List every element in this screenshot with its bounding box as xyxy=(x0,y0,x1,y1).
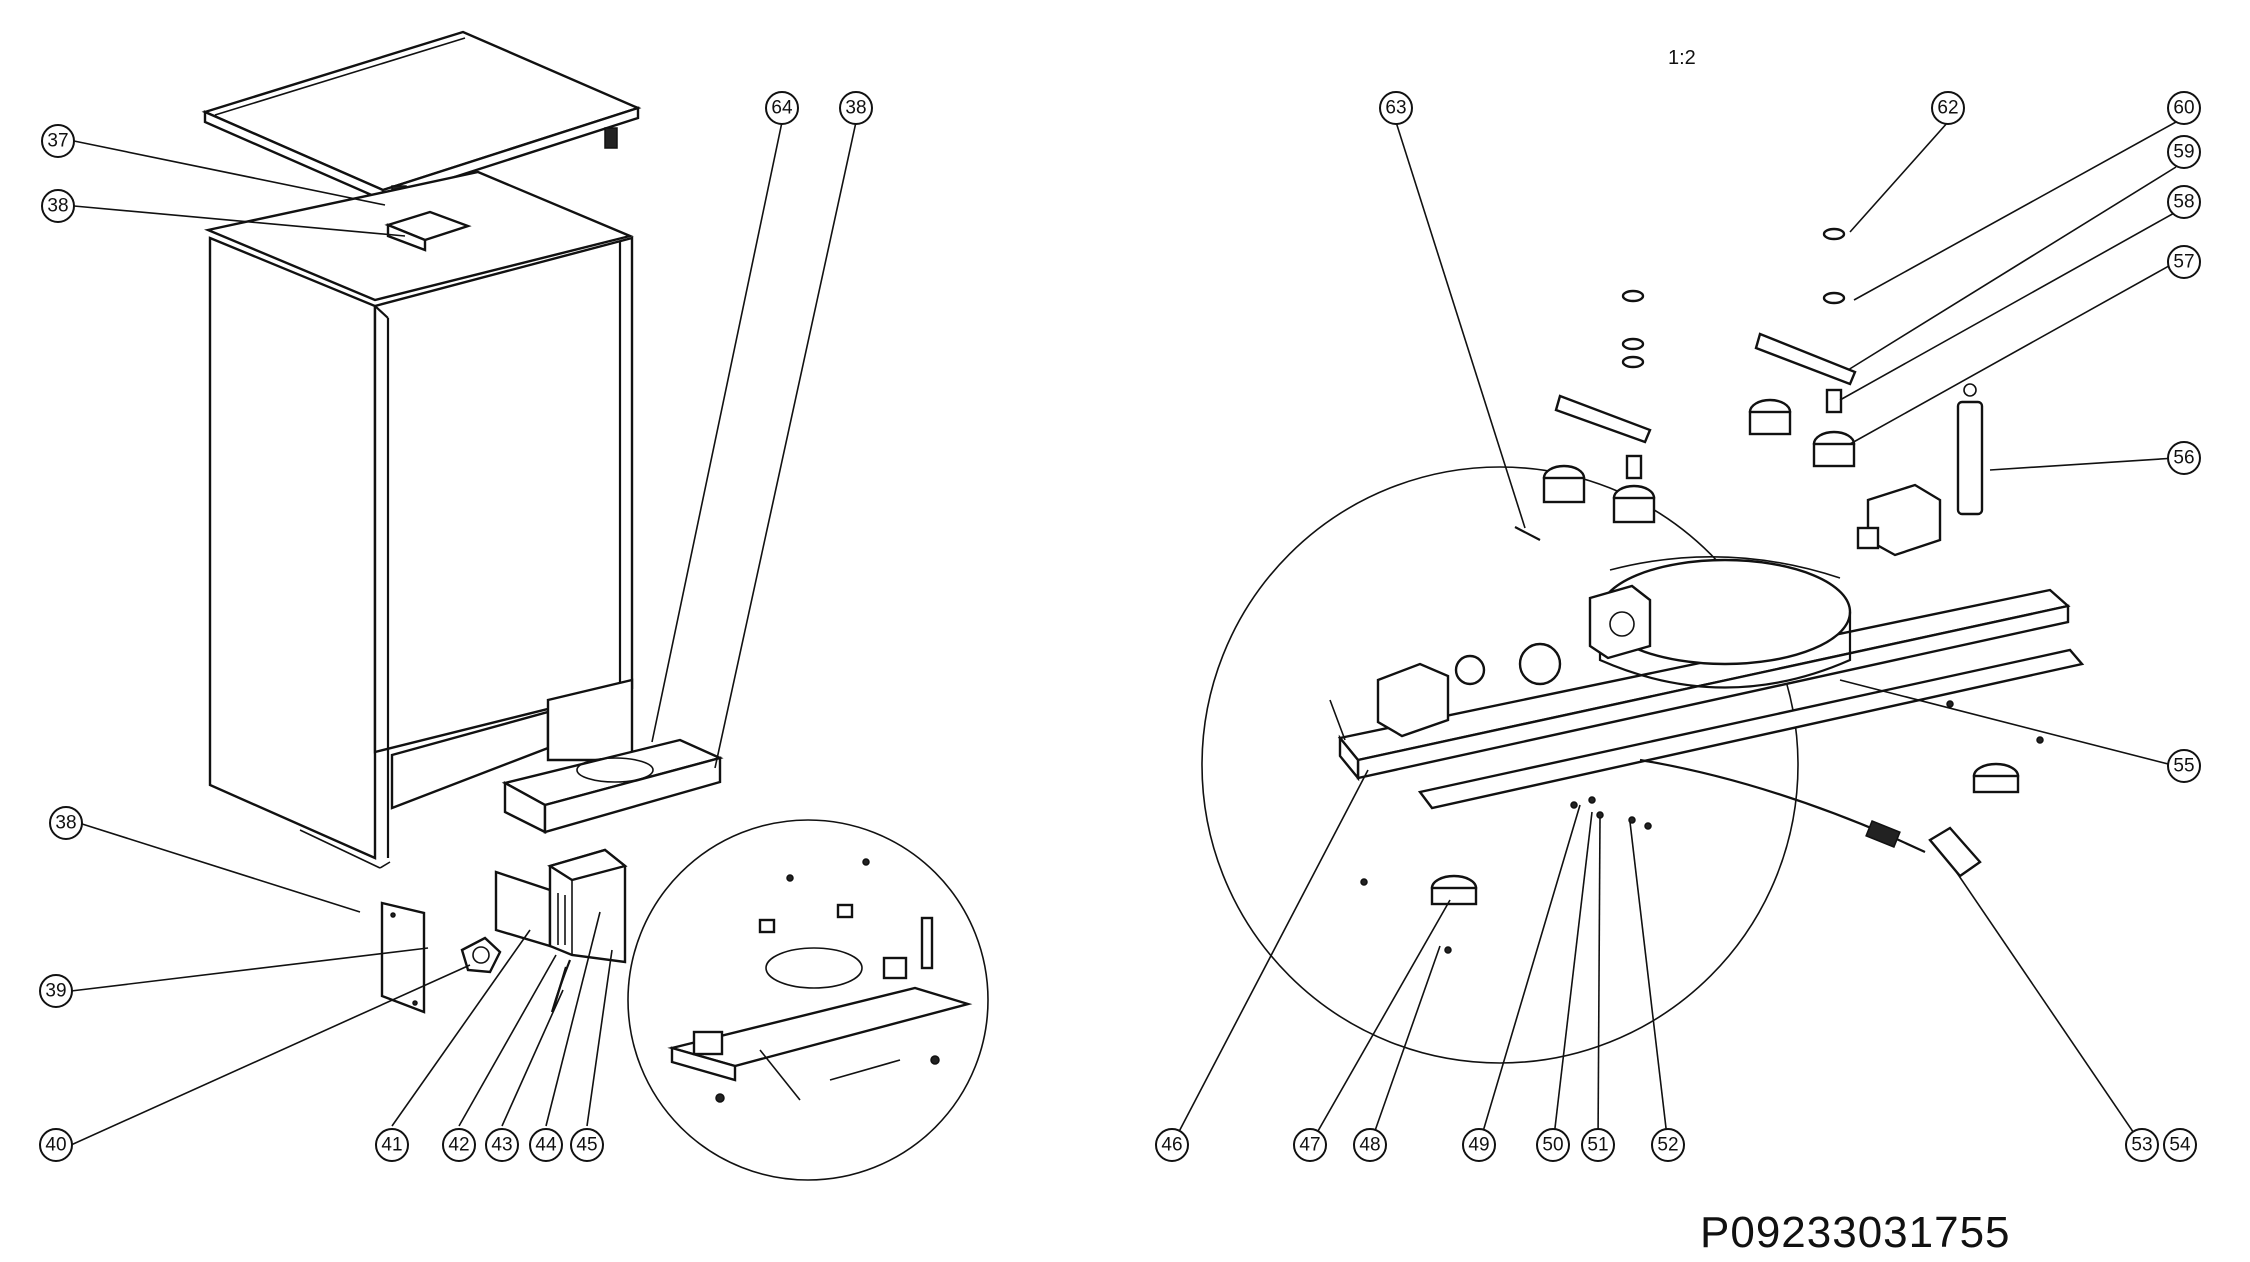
callouts: 37 38 64 38 38 39 40 41 42 43 44 45 63 6… xyxy=(39,91,2201,1162)
compressor-detail-circle xyxy=(1201,466,1799,1064)
svg-text:55: 55 xyxy=(2173,756,2194,777)
svg-text:37: 37 xyxy=(47,131,68,152)
scale-label: 1:2 xyxy=(1668,47,1696,69)
back-plate xyxy=(380,901,426,1014)
top-pad xyxy=(384,210,472,252)
inset-detail-circle xyxy=(627,819,989,1181)
callout-54: 54 xyxy=(2163,1128,2197,1162)
svg-text:47: 47 xyxy=(1299,1135,1320,1156)
callout-40: 40 xyxy=(39,1128,73,1162)
svg-text:45: 45 xyxy=(576,1135,597,1156)
svg-text:48: 48 xyxy=(1359,1135,1380,1156)
svg-text:39: 39 xyxy=(45,981,66,1002)
callout-49: 49 xyxy=(1462,1128,1496,1162)
callout-55: 55 xyxy=(2167,749,2201,783)
capacitor xyxy=(1856,483,1942,557)
svg-text:41: 41 xyxy=(381,1135,402,1156)
callout-56: 56 xyxy=(2167,441,2201,475)
callout-60: 60 xyxy=(2167,91,2201,125)
callout-45: 45 xyxy=(570,1128,604,1162)
svg-text:64: 64 xyxy=(771,98,793,119)
svg-text:54: 54 xyxy=(2169,1135,2191,1156)
callout-47: 47 xyxy=(1293,1128,1327,1162)
callout-62: 62 xyxy=(1931,91,1965,125)
compressor-assembly xyxy=(1329,227,2085,954)
svg-text:46: 46 xyxy=(1161,1135,1182,1156)
svg-text:49: 49 xyxy=(1468,1135,1489,1156)
callout-44: 44 xyxy=(529,1128,563,1162)
callout-64: 64 xyxy=(765,91,799,125)
power-cord xyxy=(1639,758,1982,878)
callout-53: 53 xyxy=(2125,1128,2159,1162)
callout-52: 52 xyxy=(1651,1128,1685,1162)
relay-box xyxy=(1588,584,1652,660)
svg-text:43: 43 xyxy=(491,1135,512,1156)
svg-text:38: 38 xyxy=(47,196,68,217)
callout-42: 42 xyxy=(442,1128,476,1162)
svg-text:38: 38 xyxy=(845,98,866,119)
grommets xyxy=(1430,398,2020,906)
svg-text:60: 60 xyxy=(2173,98,2194,119)
callout-51: 51 xyxy=(1581,1128,1615,1162)
svg-text:59: 59 xyxy=(2173,142,2194,163)
svg-text:53: 53 xyxy=(2131,1135,2152,1156)
callout-57: 57 xyxy=(2167,245,2201,279)
callout-37: 37 xyxy=(41,124,75,158)
callout-39: 39 xyxy=(39,974,73,1008)
fan-motor xyxy=(1376,642,1562,738)
callout-41: 41 xyxy=(375,1128,409,1162)
svg-text:52: 52 xyxy=(1657,1135,1678,1156)
svg-text:57: 57 xyxy=(2173,252,2194,273)
svg-text:38: 38 xyxy=(55,813,76,834)
compressor-housing xyxy=(494,848,628,1013)
svg-text:42: 42 xyxy=(448,1135,469,1156)
callout-38-top: 38 xyxy=(41,189,75,223)
svg-text:50: 50 xyxy=(1542,1135,1563,1156)
callout-58: 58 xyxy=(2167,185,2201,219)
drip-tray xyxy=(501,738,724,834)
leader-lines xyxy=(70,121,2177,1146)
callout-38-tray: 38 xyxy=(839,91,873,125)
svg-text:62: 62 xyxy=(1937,98,1958,119)
callout-63: 63 xyxy=(1379,91,1413,125)
svg-text:63: 63 xyxy=(1385,98,1406,119)
callout-50: 50 xyxy=(1536,1128,1570,1162)
callout-59: 59 xyxy=(2167,135,2201,169)
svg-text:51: 51 xyxy=(1587,1135,1608,1156)
cabinet-body xyxy=(208,236,634,869)
document-id: P09233031755 xyxy=(1700,1208,2011,1257)
drier-tube xyxy=(1956,383,1984,516)
callout-46: 46 xyxy=(1155,1128,1189,1162)
svg-text:44: 44 xyxy=(535,1135,557,1156)
callout-43: 43 xyxy=(485,1128,519,1162)
callout-48: 48 xyxy=(1353,1128,1387,1162)
callout-38-back: 38 xyxy=(49,806,83,840)
svg-text:40: 40 xyxy=(45,1135,66,1156)
cabinet-assembly xyxy=(201,30,724,1014)
svg-text:58: 58 xyxy=(2173,192,2194,213)
svg-text:56: 56 xyxy=(2173,448,2194,469)
